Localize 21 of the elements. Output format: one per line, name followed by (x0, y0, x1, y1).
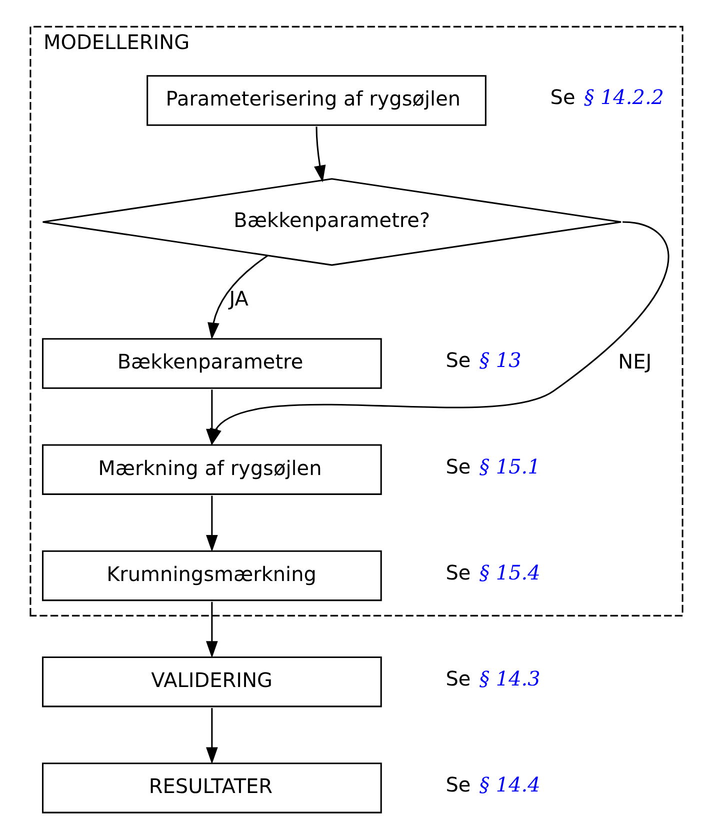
node-box: Parameterisering af rygsøjlen (146, 75, 486, 126)
edge-label: JA (229, 286, 248, 311)
arrow (208, 255, 268, 340)
node-box: RESULTATER (42, 762, 382, 814)
node-label: Se § 13 (446, 348, 522, 372)
node-box: Mærkning af rygsøjlen (42, 444, 382, 495)
arrow (206, 708, 218, 764)
node-label: Se § 14.4 (446, 772, 540, 797)
node-label: Se § 15.1 (446, 454, 540, 478)
node-label: Se § 15.4 (446, 560, 540, 584)
node-box: Krumningsmærkning (42, 550, 382, 602)
node-label: Se § 14.3 (446, 666, 540, 691)
edge-label: NEJ (618, 350, 652, 374)
node-box: VALIDERING (42, 656, 382, 708)
arrow (206, 602, 218, 658)
arrow (314, 126, 326, 182)
node-box: Bækkenparametre (42, 338, 382, 389)
arrow (206, 496, 218, 552)
arrow (206, 390, 218, 446)
node-diamond: Bækkenparametre? (42, 178, 622, 266)
node-label: Se § 14.2.2 (550, 85, 664, 110)
